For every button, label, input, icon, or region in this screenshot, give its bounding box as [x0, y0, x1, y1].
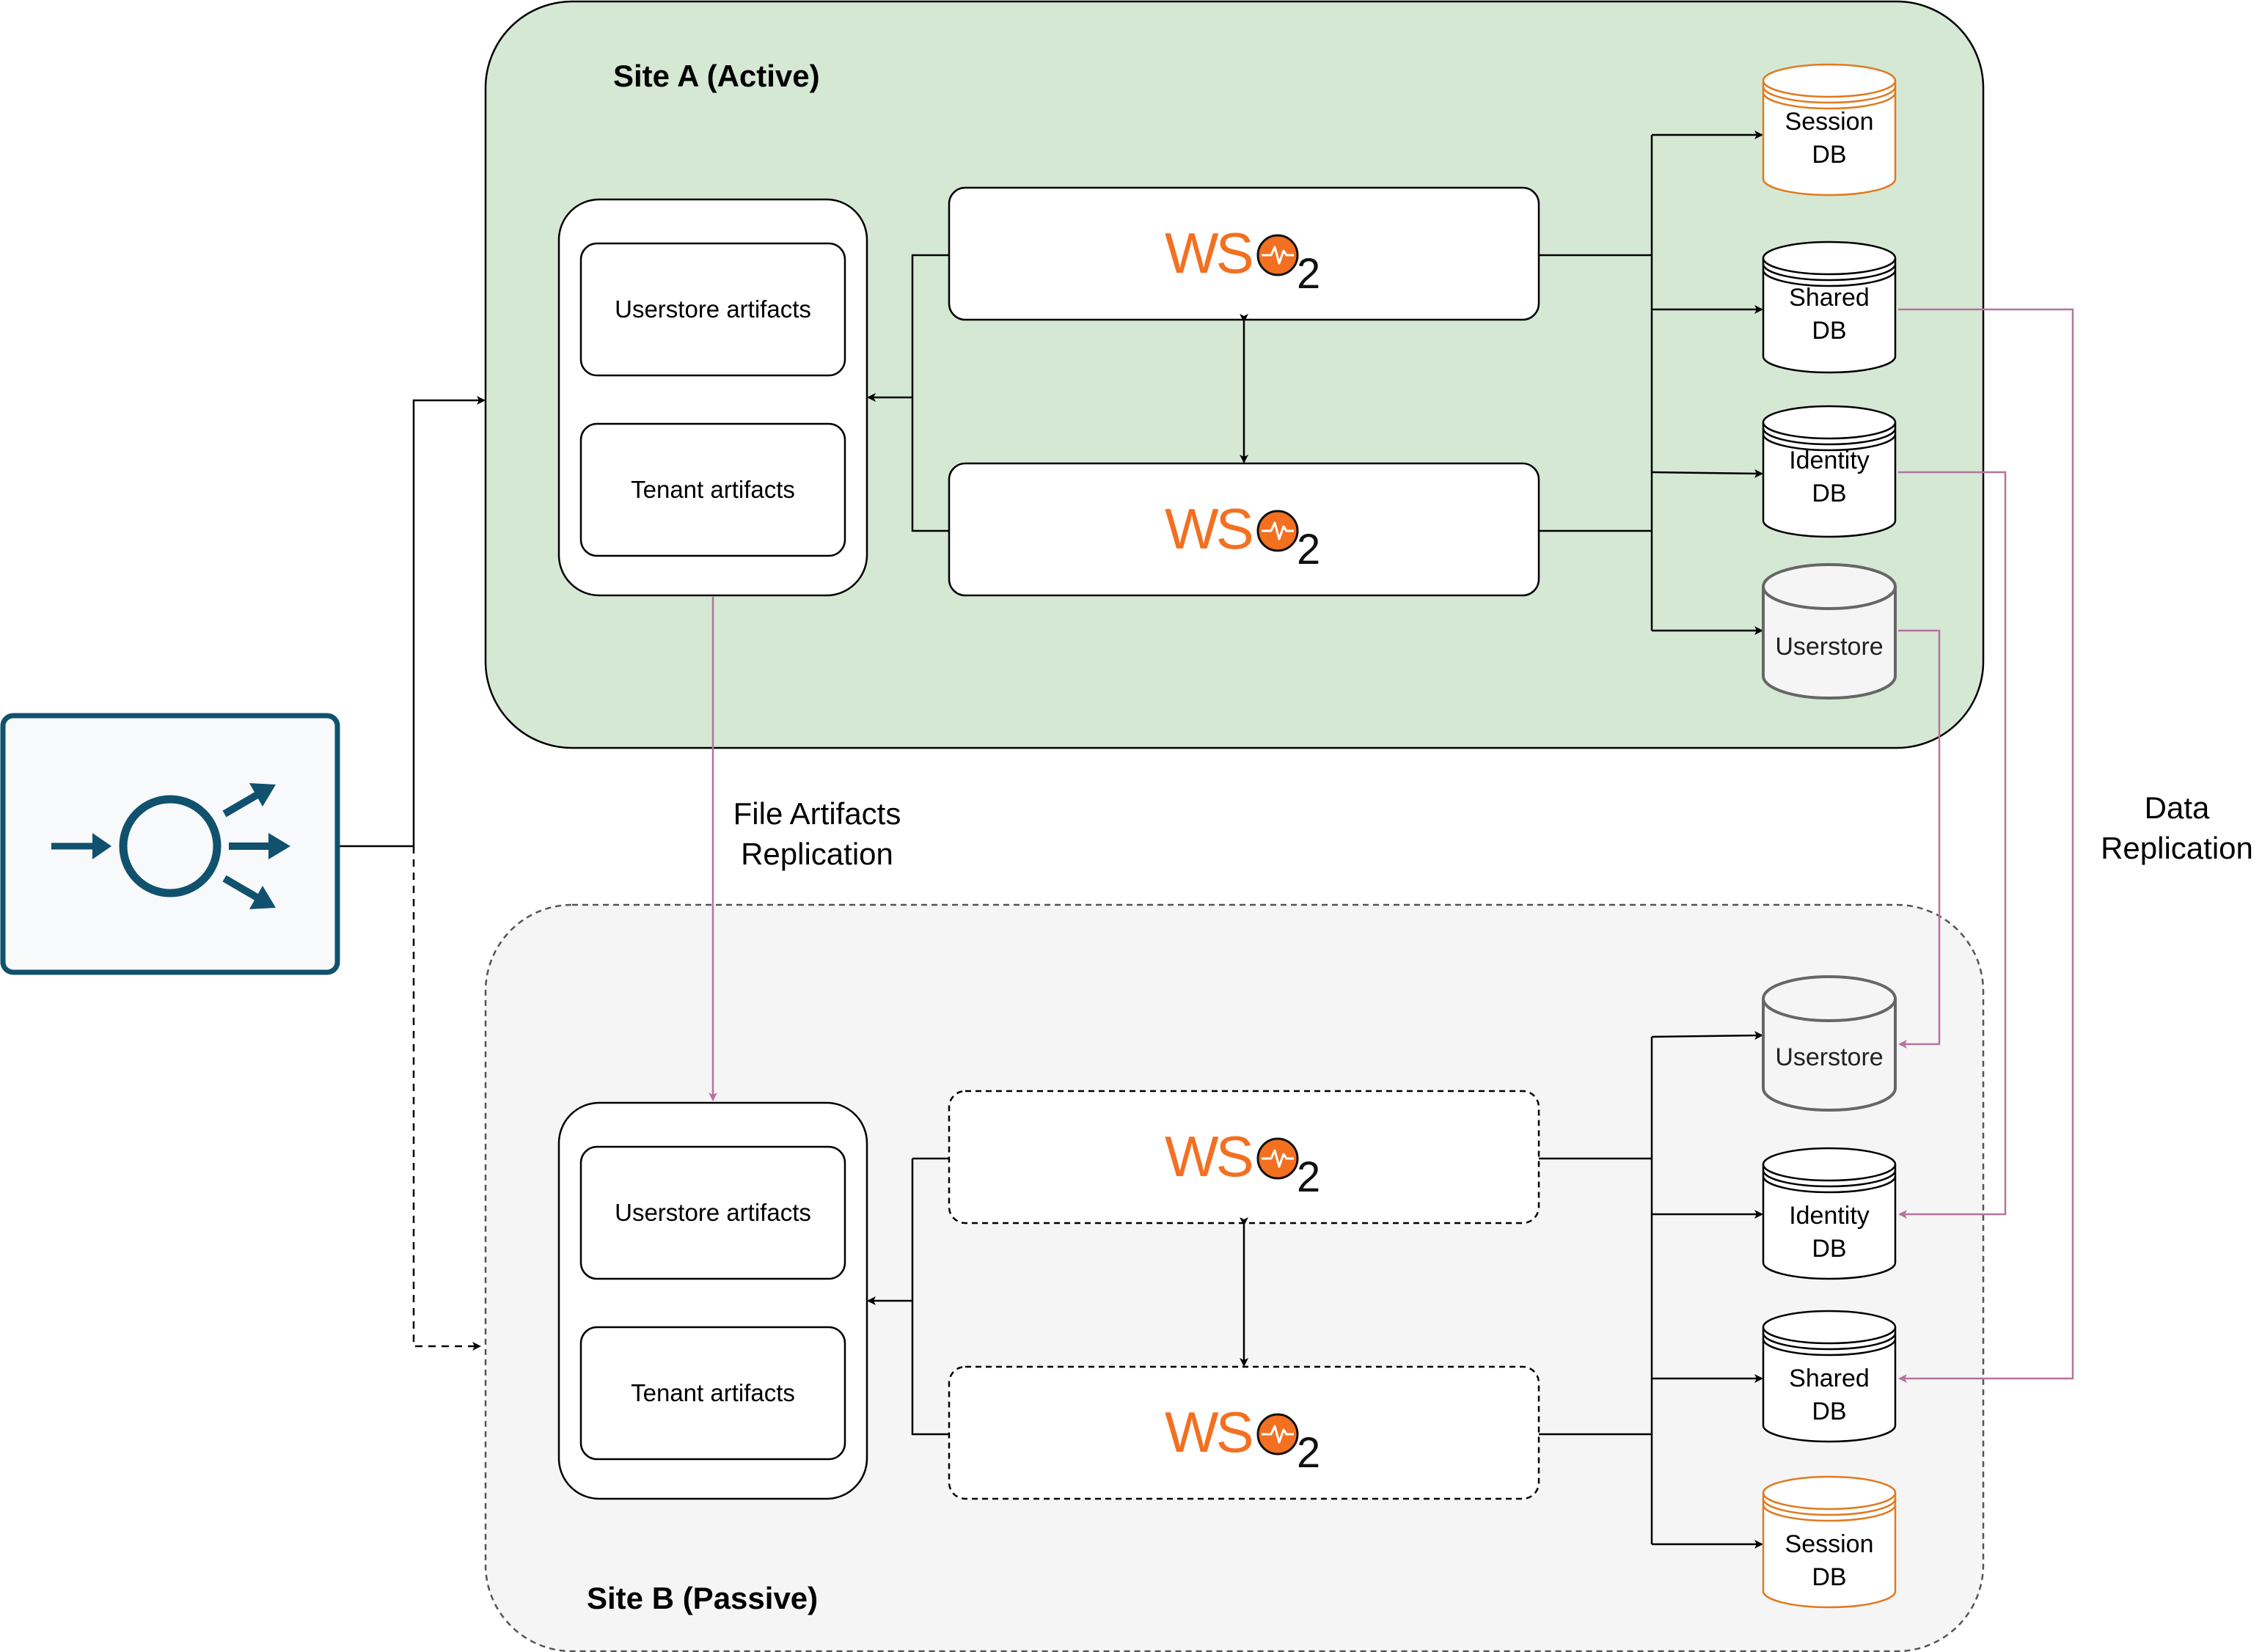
site-a-tenant-artifacts-label: Tenant artifacts — [631, 476, 795, 503]
db-label-line: Session — [1785, 1530, 1874, 1558]
site-b-shared-db-icon — [1762, 1310, 1897, 1443]
wso2-logo-subscript: 2 — [1297, 1429, 1321, 1477]
file-artifacts-replication-label: File Artifacts Replication — [707, 793, 927, 874]
wso2-logo-subscript: 2 — [1297, 1153, 1321, 1201]
site-b-wso2-logo-1: WS 2 — [1165, 1123, 1326, 1204]
site-a-session-db-label: Session DB — [1763, 106, 1895, 172]
site-a-shared-db-icon — [1762, 241, 1897, 374]
site-a-userstore-artifacts-box — [579, 242, 846, 377]
db-label-line: DB — [1812, 1398, 1847, 1425]
site-a-shared-db-label: Shared DB — [1763, 282, 1895, 348]
site-b-userstore-db-icon — [1762, 975, 1897, 1112]
site-a-userstore-db-icon — [1762, 563, 1897, 700]
site-b-session-db-icon — [1762, 1475, 1897, 1609]
db-label-line: DB — [1812, 317, 1847, 345]
site-b-wso2-node-2 — [948, 1365, 1540, 1500]
site-b-userstore-label: Userstore — [1775, 1043, 1884, 1071]
site-a-wso2-node-2 — [948, 462, 1540, 597]
site-a-session-db-icon — [1762, 63, 1897, 197]
wso2-logo-subscript: 2 — [1297, 250, 1321, 298]
site-a-tenant-artifacts-box — [579, 422, 846, 557]
site-b-userstore-artifacts-box — [579, 1145, 846, 1280]
db-label-line: DB — [1812, 141, 1847, 169]
site-b-tenant-artifacts-box — [579, 1326, 846, 1461]
wso2-logo-letters: WS — [1165, 221, 1254, 285]
wso2-logo-letters: WS — [1165, 1124, 1254, 1189]
site-b-title: Site B (Passive) — [587, 1581, 819, 1615]
data-replication-label: Data Replication — [2093, 788, 2261, 868]
db-label-line: Shared — [1789, 1365, 1870, 1392]
site-a-wso2-logo-2: WS 2 — [1165, 496, 1326, 576]
db-label-line: Session — [1785, 108, 1874, 136]
connector-lines — [337, 131, 1763, 1549]
replication-label-line: Data — [2144, 790, 2210, 825]
site-a-wso2-logo-1: WS 2 — [1165, 220, 1326, 301]
wso2-logo-icon — [1256, 510, 1299, 552]
site-a-userstore-label: Userstore — [1775, 633, 1884, 661]
replication-label-line: File Artifacts — [733, 796, 901, 831]
db-label-line: DB — [1812, 480, 1847, 507]
site-a-identity-db-label: Identity DB — [1763, 444, 1895, 510]
wso2-logo-icon — [1256, 234, 1299, 276]
db-label-line: Identity — [1789, 1202, 1870, 1230]
site-a-title: Site A (Active) — [613, 59, 820, 93]
site-b-shared-db-label: Shared DB — [1763, 1362, 1895, 1428]
site-a-identity-db-icon — [1762, 405, 1897, 538]
site-b-tenant-artifacts-label: Tenant artifacts — [631, 1379, 795, 1406]
wso2-logo-letters: WS — [1165, 1400, 1254, 1464]
wso2-logo-letters: WS — [1165, 496, 1254, 561]
db-label-line: Shared — [1789, 284, 1870, 312]
site-b-session-db-label: Session DB — [1763, 1528, 1895, 1594]
replication-label-line: Replication — [741, 837, 893, 871]
db-label-line: DB — [1812, 1563, 1847, 1591]
site-b-wso2-logo-2: WS 2 — [1165, 1399, 1326, 1480]
site-b-identity-db-icon — [1762, 1147, 1897, 1280]
db-label-line: DB — [1812, 1235, 1847, 1263]
replication-lines — [709, 308, 2074, 1383]
wso2-logo-icon — [1256, 1137, 1299, 1180]
replication-label-line: Replication — [2101, 831, 2253, 865]
site-a-userstore-artifacts-label: Userstore artifacts — [615, 295, 811, 323]
site-b-userstore-artifacts-label: Userstore artifacts — [615, 1199, 811, 1226]
wso2-logo-subscript: 2 — [1297, 526, 1321, 573]
load-balancer-icon — [0, 713, 340, 975]
wso2-logo-icon — [1256, 1413, 1299, 1455]
db-label-line: Identity — [1789, 447, 1870, 474]
site-b-identity-db-label: Identity DB — [1763, 1200, 1895, 1266]
